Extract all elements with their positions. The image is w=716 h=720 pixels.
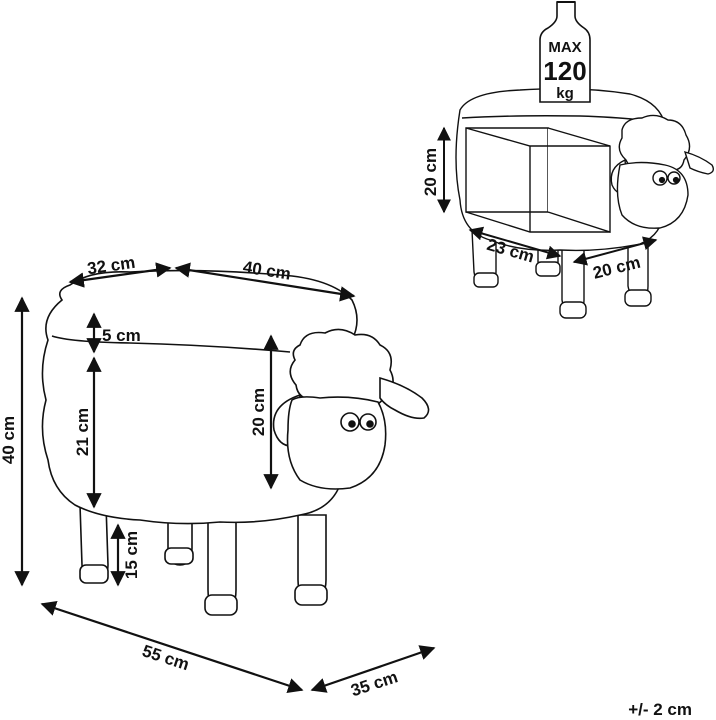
storage-compartment — [465, 127, 611, 233]
sheep-stool-storage-drawing — [455, 87, 715, 319]
dim-storage-height-label: 20 cm — [421, 148, 440, 196]
sheep-face — [286, 396, 387, 490]
sheep-stool-main-drawing — [41, 269, 430, 616]
dim-total-height-label: 40 cm — [0, 416, 18, 464]
weight-value: 120 — [543, 56, 586, 86]
sheep-eyes-icon — [340, 412, 377, 432]
dim-head-height-label: 20 cm — [249, 388, 268, 436]
dim-body-height-label: 21 cm — [73, 408, 92, 456]
dimension-lines-main — [14, 262, 436, 693]
dim-leg-height-label: 15 cm — [122, 531, 141, 579]
dimension-lines-storage — [437, 126, 658, 266]
dim-cushion-label: 5 cm — [102, 326, 141, 345]
max-weight-icon — [539, 1, 591, 103]
weight-max-label: MAX — [548, 39, 581, 56]
dim-width-label: 35 cm — [348, 667, 400, 700]
tolerance-note: +/- 2 cm — [628, 700, 692, 719]
dim-length-label: 55 cm — [140, 641, 192, 674]
weight-unit: kg — [556, 85, 574, 102]
